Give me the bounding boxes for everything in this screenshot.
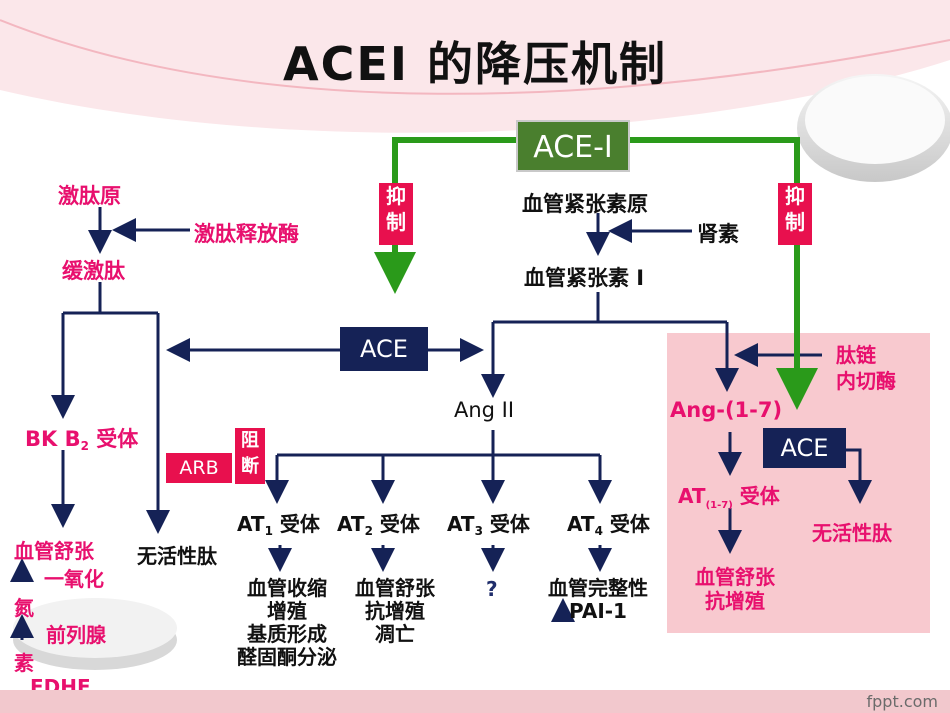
kininogen-label: 激肽原 <box>58 184 121 208</box>
at2-effects: 血管舒张 抗增殖 凋亡 <box>340 577 450 646</box>
endopeptidase-label: 肽链 内切酶 <box>836 343 896 393</box>
nitric-oxide-label: 一氧化 <box>44 567 104 591</box>
ace-center-box: ACE <box>340 327 428 371</box>
top-wave <box>0 0 950 133</box>
inactive-peptide-left: 无活性肽 <box>137 544 217 568</box>
renin-label: 肾素 <box>697 222 739 246</box>
angiotensinogen-label: 血管紧张素原 <box>522 192 648 216</box>
at-1-7-receptor-label: AT(1-7) 受体 <box>678 484 780 511</box>
at1-receptor-label: AT1 受体 <box>237 512 320 538</box>
at4-receptor-label: AT4 受体 <box>567 512 650 538</box>
effect-matrix-formation: 基质形成 <box>247 622 327 646</box>
ang-1-7-label: Ang-(1-7) <box>670 398 783 422</box>
effect-aldosterone-secretion: 醛固酮分泌 <box>237 645 337 669</box>
effect-vascular-integrity: 血管完整性 <box>548 576 648 600</box>
at4-effects: 血管完整性 PAI-1 <box>536 577 660 623</box>
at1-effects: 血管收缩 增殖 基质形成 醛固酮分泌 <box>232 577 342 669</box>
footer-bar <box>0 690 950 713</box>
prostaglandin-label: 前列腺 <box>46 623 106 647</box>
page-title: ACEI 的降压机制 <box>283 37 667 91</box>
navy-arrows <box>9 207 872 640</box>
kallikrein-label: 激肽释放酶 <box>194 222 299 246</box>
ang-ii-label: Ang II <box>454 398 515 422</box>
bk-b2-receptor-label: BK B2 受体 <box>25 427 139 453</box>
effect-anti-proliferation: 抗增殖 <box>365 599 425 623</box>
angiotensin-i-label: 血管紧张素 Ⅰ <box>524 266 645 290</box>
pill-image-bottom-left <box>13 598 177 670</box>
effect-vasoconstriction: 血管收缩 <box>247 576 327 600</box>
at2-receptor-label: AT2 受体 <box>337 512 420 538</box>
su-label: 素 <box>14 651 34 675</box>
block-label: 阻断 <box>235 428 265 484</box>
footer-brand: fppt.com <box>866 692 938 711</box>
inhibit-label-left: 抑制 <box>379 183 413 245</box>
pill-image-top-right <box>797 74 950 182</box>
effect-vasodilation: 血管舒张 <box>355 576 435 600</box>
ace-right-box: ACE <box>763 428 846 468</box>
at3-receptor-label: AT3 受体 <box>447 512 530 538</box>
effect-apoptosis: 凋亡 <box>375 622 415 646</box>
ace-i-box: ACE-I <box>516 120 630 172</box>
right-effects: 血管舒张 抗增殖 <box>695 565 775 613</box>
nitrogen-label: 氮 <box>14 596 34 620</box>
bradykinin-label: 缓激肽 <box>62 259 125 283</box>
effect-pai-1: PAI-1 <box>569 599 627 623</box>
effect-proliferation: 增殖 <box>267 599 307 623</box>
vasodilation-left: 血管舒张 <box>14 539 94 563</box>
at3-effect-unknown: ? <box>486 577 498 601</box>
top-wave-line <box>0 19 950 95</box>
inactive-peptide-right: 无活性肽 <box>812 521 892 545</box>
inhibit-label-right: 抑制 <box>778 183 812 245</box>
arb-label: ARB <box>166 453 232 483</box>
